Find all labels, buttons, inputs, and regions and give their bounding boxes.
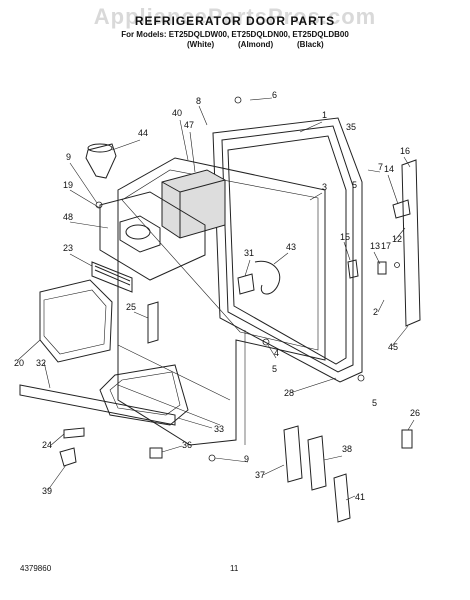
part-12-handle: [401, 159, 421, 327]
part-36-clip: [149, 447, 163, 459]
callout-45: 45: [388, 342, 398, 352]
dispenser-housing: [161, 169, 226, 239]
callout-48: 48: [63, 212, 73, 222]
colour-almond: (Almond): [238, 40, 274, 49]
watermark: AppliancePartsPros.com: [93, 4, 377, 29]
part-41-block: [333, 473, 351, 523]
callout-13: 13: [370, 241, 380, 251]
callout-38: 38: [342, 444, 352, 454]
callout-9b: 9: [244, 454, 249, 464]
models-line: For Models: ET25DQLDW00, ET25DQLDN00, ET…: [121, 30, 349, 39]
callout-2: 2: [373, 307, 378, 317]
colour-black: (Black): [297, 40, 324, 49]
callout-33: 33: [214, 424, 224, 434]
callout-28: 28: [284, 388, 294, 398]
callout-26: 26: [410, 408, 420, 418]
part-20-cover: [39, 279, 113, 363]
callout-24: 24: [42, 440, 52, 450]
screws: [95, 96, 400, 462]
callout-23: 23: [63, 243, 73, 253]
part-33-door-bin: [99, 364, 189, 426]
callout-43: 43: [286, 242, 296, 252]
part-13-clip: [377, 261, 387, 275]
callout-12: 12: [392, 234, 402, 244]
callout-39: 39: [42, 486, 52, 496]
page-number: 11: [230, 564, 239, 573]
part-15-hinge: [347, 259, 359, 279]
callout-35: 35: [346, 122, 356, 132]
part-32-trim: [19, 384, 176, 426]
callout-25: 25: [126, 302, 136, 312]
leader-lines: [17, 97, 415, 501]
part-44-cup: [85, 143, 117, 179]
part-23-rail: [91, 261, 133, 293]
part-25-bracket: [147, 301, 159, 344]
callout-41: 41: [355, 492, 365, 502]
callout-5b: 5: [372, 398, 377, 408]
callout-37: 37: [255, 470, 265, 480]
callout-40: 40: [172, 108, 182, 118]
part-24-bracket: [63, 427, 85, 439]
part-26-latch: [401, 429, 413, 449]
part-39-foot: [59, 447, 77, 467]
callout-31: 31: [244, 248, 254, 258]
callout-32: 32: [36, 358, 46, 368]
callout-47: 47: [184, 120, 194, 130]
callout-4: 4: [274, 348, 279, 358]
part-37-block: [283, 425, 303, 483]
callout-14: 14: [384, 164, 394, 174]
part-43-harness: [254, 260, 281, 295]
part-38-block: [307, 435, 327, 491]
callout-labels: 1 2 3 4 5 5 5 6 7 8 9 9 12 13 14 15 16 1…: [14, 90, 420, 502]
callout-16: 16: [400, 146, 410, 156]
colour-white: (White): [187, 40, 215, 49]
callout-20: 20: [14, 358, 24, 368]
callout-1: 1: [322, 110, 327, 120]
callout-44: 44: [138, 128, 148, 138]
callout-5c: 5: [352, 180, 357, 190]
callout-6: 6: [272, 90, 277, 100]
callout-3: 3: [322, 182, 327, 192]
part-31-bracket: [237, 273, 255, 295]
callout-15: 15: [340, 232, 350, 242]
doc-number: 4379860: [20, 564, 52, 573]
callout-36: 36: [182, 440, 192, 450]
page-title: REFRIGERATOR DOOR PARTS: [134, 14, 336, 28]
callout-17: 17: [381, 241, 391, 251]
callout-8: 8: [196, 96, 201, 106]
inner-door-liner: [117, 157, 326, 446]
callout-9a: 9: [66, 152, 71, 162]
callout-5a: 5: [272, 364, 277, 374]
callout-7: 7: [378, 162, 383, 172]
dispenser-chute: [99, 191, 206, 281]
door-gasket-frame: [212, 117, 363, 383]
callout-19: 19: [63, 180, 73, 190]
part-14-mount: [392, 199, 411, 219]
